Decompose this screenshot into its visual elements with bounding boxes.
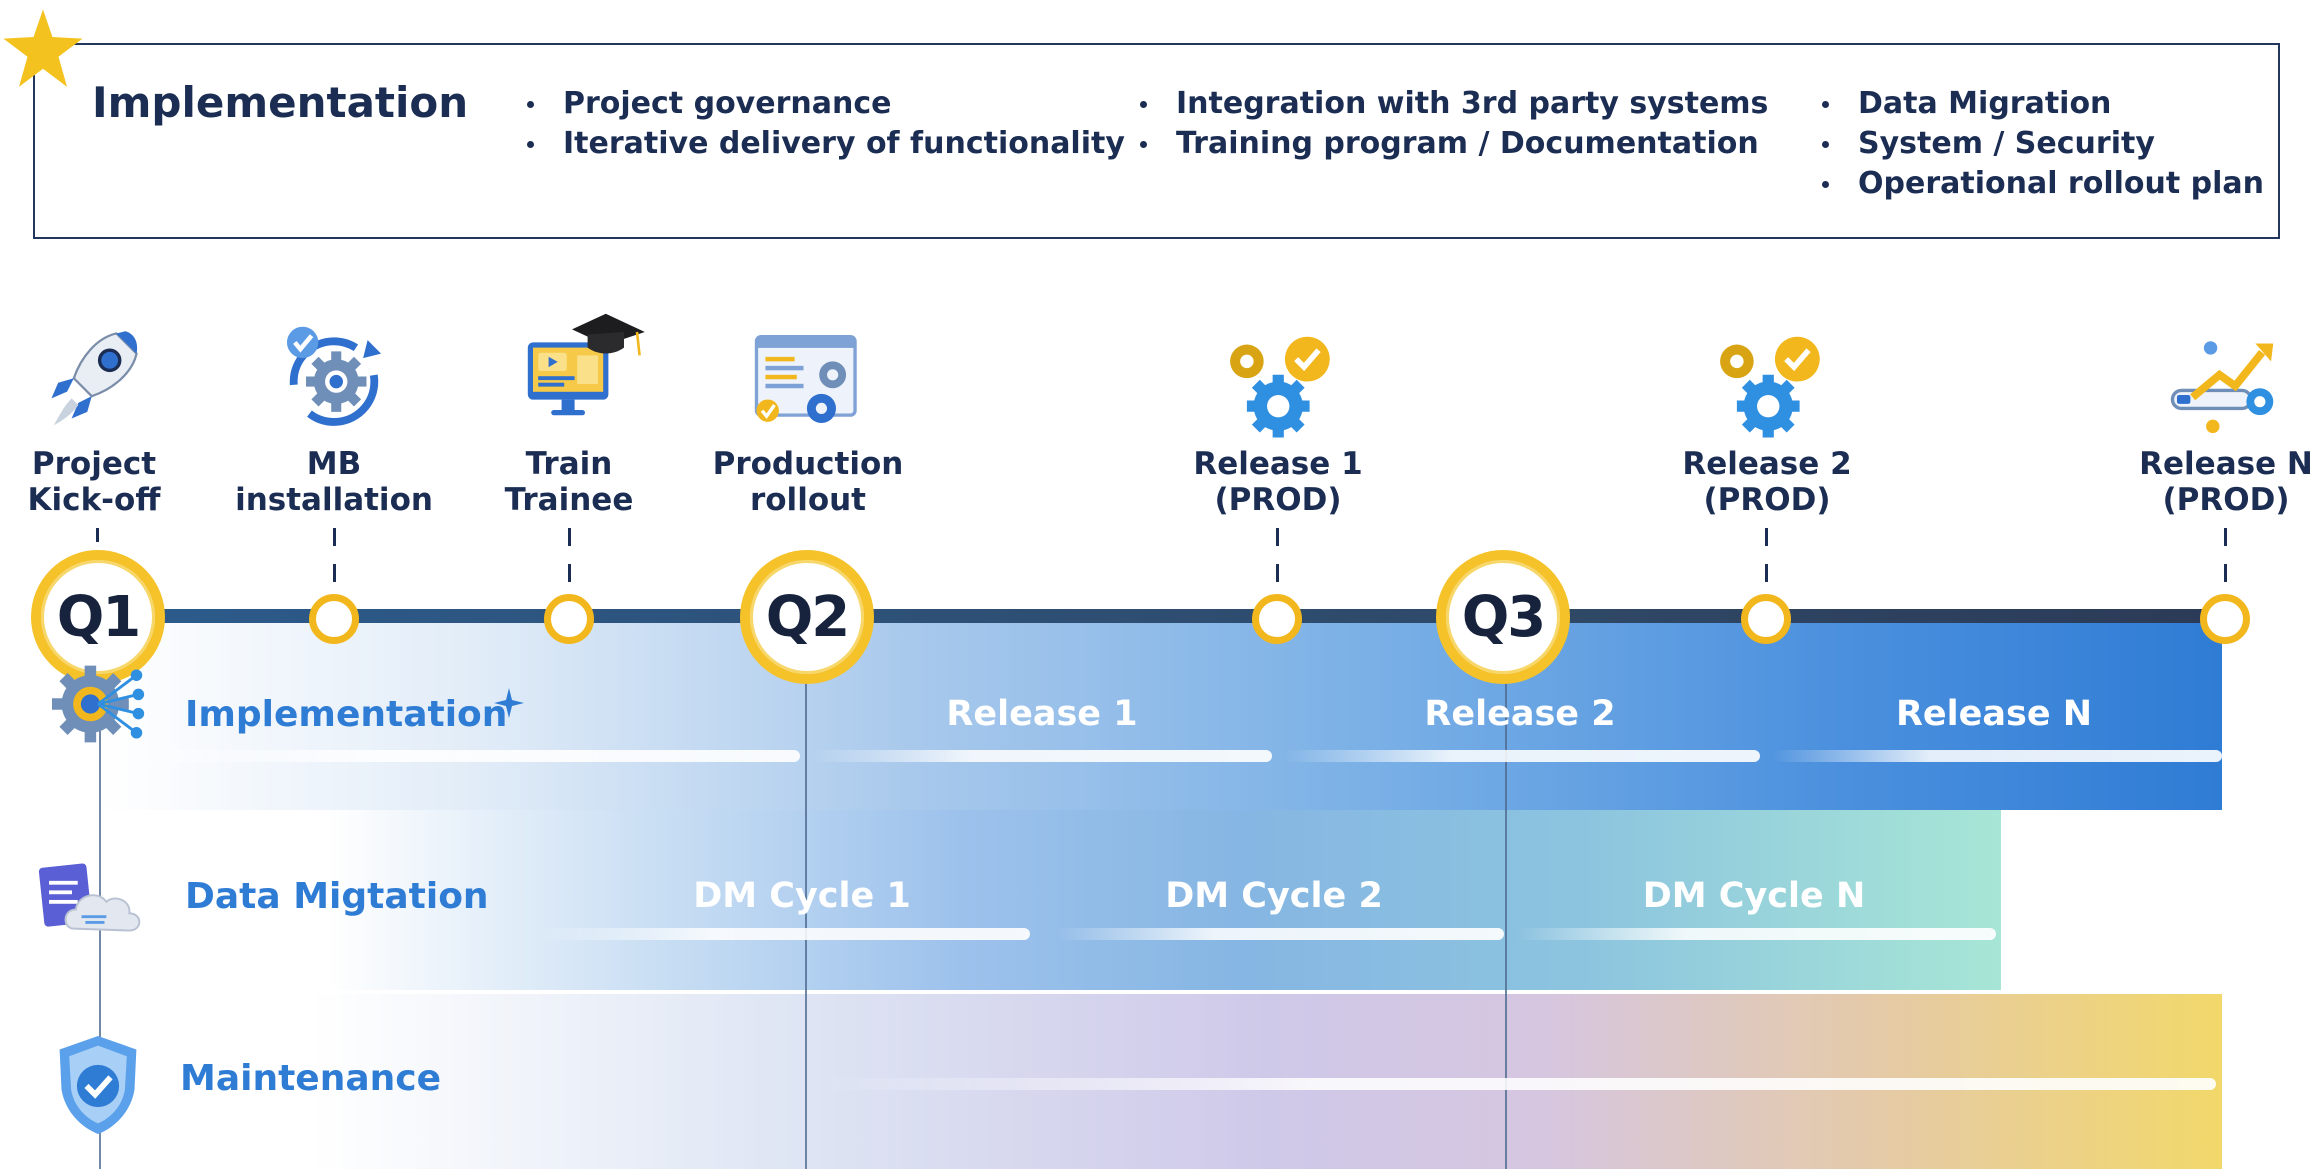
progress-track <box>1284 750 1760 762</box>
implementation-band <box>98 622 2222 810</box>
summary-bullet: System / Security <box>1820 124 2264 164</box>
quarter-marker-q2: Q2 <box>740 550 874 684</box>
star-icon <box>3 9 83 87</box>
milestone-tick <box>1276 564 1279 582</box>
milestone-tick <box>568 564 571 582</box>
rocket-icon <box>51 331 138 426</box>
segment-label: Release 1 <box>946 694 1138 734</box>
progress-track <box>1772 750 2222 762</box>
monitor-graduation-cap-icon <box>527 313 645 416</box>
timeline-bar <box>100 609 2224 623</box>
progress-track <box>1516 928 1996 940</box>
segment-label: DM Cycle 1 <box>693 876 911 916</box>
milestone-tick <box>333 564 336 582</box>
row-label-data-migration: Data Migtation <box>185 876 489 917</box>
row-label-maintenance: Maintenance <box>180 1058 442 1099</box>
progress-track <box>812 750 1272 762</box>
summary-bullet: Operational rollout plan <box>1820 164 2264 204</box>
sparkle-icon <box>494 688 524 718</box>
milestone-node <box>309 594 359 644</box>
milestone-tick <box>2224 528 2227 546</box>
segment-label: DM Cycle N <box>1642 876 1866 916</box>
guide-line <box>1505 622 1507 1169</box>
summary-title: Implementation <box>92 78 469 127</box>
milestone-node <box>1252 594 1302 644</box>
quarter-marker-q1: Q1 <box>31 550 165 684</box>
progress-track <box>130 750 800 762</box>
progress-track <box>820 1078 2216 1090</box>
shield-check-icon <box>59 1036 137 1134</box>
summary-column-2: Integration with 3rd party systems Train… <box>1138 84 1768 164</box>
gears-check-icon <box>1720 336 1820 438</box>
milestone-label: Release N(PROD) <box>2139 446 2312 518</box>
gear-network-icon <box>52 665 145 743</box>
milestone-tick <box>1276 528 1279 546</box>
segment-label: Release 2 <box>1424 694 1616 734</box>
milestone-tick <box>568 528 571 546</box>
milestone-label: Release 1(PROD) <box>1193 446 1363 518</box>
milestone-tick <box>2224 564 2227 582</box>
milestone-node <box>1741 594 1791 644</box>
summary-bullet: Data Migration <box>1820 84 2264 124</box>
gear-sync-icon <box>286 326 382 426</box>
row-label-implementation: Implementation <box>185 694 508 735</box>
guide-line <box>99 622 101 1169</box>
milestone-node <box>2200 594 2250 644</box>
milestone-tick <box>1765 564 1768 582</box>
segment-label: DM Cycle 2 <box>1165 876 1383 916</box>
summary-bullet: Integration with 3rd party systems <box>1138 84 1768 124</box>
progress-track <box>1056 928 1504 940</box>
summary-bullet: Training program / Documentation <box>1138 124 1768 164</box>
summary-column-1: Project governance Iterative delivery of… <box>525 84 1125 164</box>
summary-bullet: Iterative delivery of functionality <box>525 124 1125 164</box>
guide-line <box>805 622 807 1169</box>
milestone-tick <box>333 528 336 546</box>
progress-track <box>540 928 1030 940</box>
cloud-document-icon <box>38 863 141 932</box>
segment-label: Release N <box>1895 694 2093 734</box>
summary-box <box>33 43 2280 239</box>
milestone-node <box>544 594 594 644</box>
gears-check-icon <box>1230 336 1330 438</box>
dashboard-gears-icon <box>754 335 857 423</box>
data-migration-band <box>98 810 2001 990</box>
summary-column-3: Data Migration System / Security Operati… <box>1820 84 2264 204</box>
growth-arrow-gear-icon <box>2170 341 2274 434</box>
quarter-marker-q3: Q3 <box>1436 550 1570 684</box>
summary-bullet: Project governance <box>525 84 1125 124</box>
milestone-tick <box>96 528 99 542</box>
milestone-tick <box>1765 528 1768 546</box>
milestone-label: Release 2(PROD) <box>1682 446 1852 518</box>
